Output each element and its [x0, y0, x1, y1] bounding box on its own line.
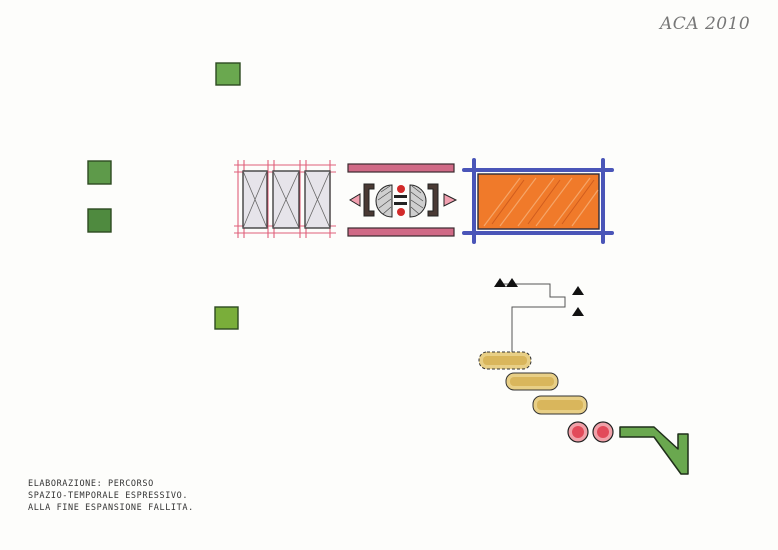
caption-line-3: ALLA FINE ESPANSIONE FALLITA.	[28, 503, 194, 513]
green-square-left-lower	[87, 208, 112, 233]
caption-line-1: ELABORAZIONE: PERCORSO	[28, 479, 154, 489]
red-dot-bottom	[397, 208, 405, 216]
green-square-top	[215, 62, 241, 86]
green-square-bottom	[214, 306, 239, 330]
stepped-path	[494, 278, 584, 352]
green-square-left-upper	[87, 160, 112, 185]
symmetric-symbol	[347, 163, 458, 237]
yellow-pills	[478, 351, 588, 415]
orange-block	[462, 158, 614, 244]
caption-line-2: SPAZIO-TEMPORALE ESPRESSIVO.	[28, 491, 189, 501]
orange-fill	[477, 173, 600, 230]
red-dot-top	[397, 185, 405, 193]
red-circles	[567, 421, 614, 443]
signature: ACA 2010	[660, 14, 751, 34]
pink-bar-bottom	[347, 227, 455, 237]
crossed-box-group	[234, 160, 336, 238]
caption: ELABORAZIONE: PERCORSO SPAZIO-TEMPORALE …	[28, 478, 194, 514]
green-zigzag	[619, 426, 689, 475]
green-squares	[87, 62, 241, 330]
pink-bar-top	[347, 163, 455, 173]
